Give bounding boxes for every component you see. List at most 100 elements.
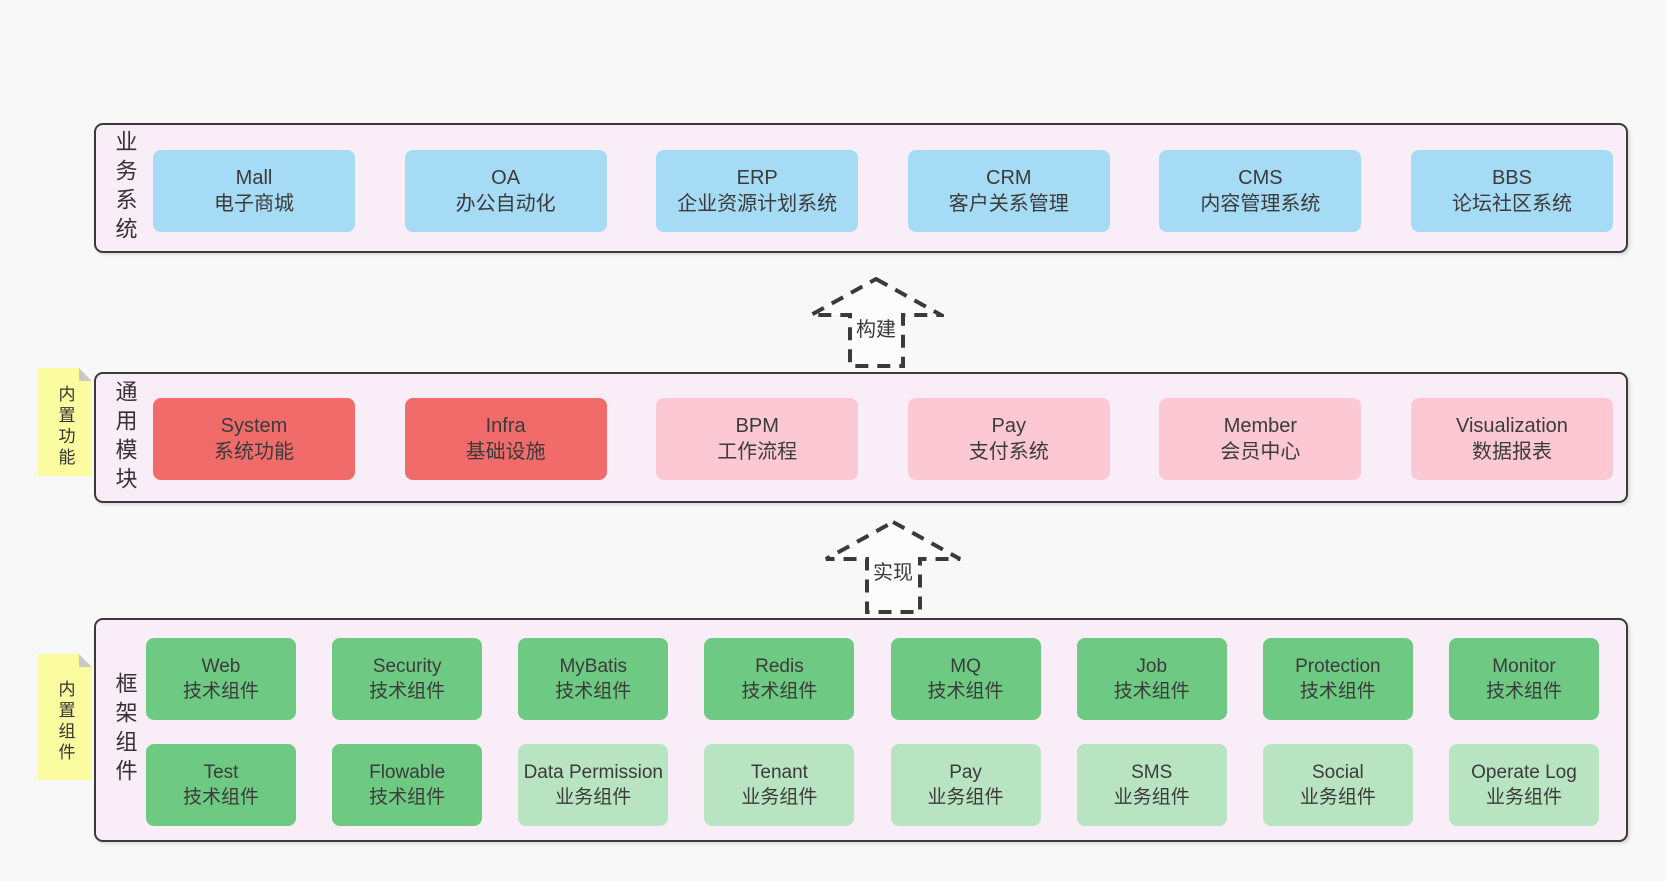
- box-subtitle: 技术组件: [1299, 681, 1376, 702]
- arrow-implement: 实现: [823, 520, 963, 614]
- box-title: MyBatis: [559, 656, 628, 677]
- box-subtitle: 技术组件: [369, 787, 446, 808]
- box-pay-biz: Pay 业务组件: [890, 744, 1041, 826]
- box-sms: SMS 业务组件: [1076, 744, 1227, 826]
- box-member: Member 会员中心: [1159, 398, 1362, 480]
- box-bbs: BBS 论坛社区系统: [1410, 150, 1613, 232]
- folded-corner-icon: [79, 368, 92, 381]
- box-subtitle: 基础设施: [465, 441, 546, 463]
- box-mq: MQ 技术组件: [890, 638, 1041, 720]
- box-test: Test 技术组件: [146, 744, 296, 826]
- box-subtitle: 内容管理系统: [1200, 193, 1321, 215]
- box-title: Visualization: [1456, 415, 1568, 437]
- box-title: MQ: [950, 656, 981, 677]
- box-infra: Infra 基础设施: [404, 398, 607, 480]
- box-subtitle: 技术组件: [555, 681, 632, 702]
- box-title: BPM: [735, 415, 779, 437]
- box-subtitle: 系统功能: [214, 441, 294, 463]
- panel-common-modules: 通用模块 System 系统功能 Infra 基础设施 BPM 工作流程 Pay…: [94, 372, 1628, 503]
- box-title: Infra: [485, 415, 526, 437]
- box-title: Redis: [755, 656, 804, 677]
- box-subtitle: 电子商城: [214, 193, 294, 215]
- box-title: Monitor: [1492, 656, 1556, 677]
- box-title: System: [220, 415, 288, 437]
- box-subtitle: 业务组件: [1299, 787, 1376, 808]
- box-data-permission: Data Permission 业务组件: [518, 744, 669, 826]
- box-title: Pay: [949, 762, 982, 783]
- box-security: Security 技术组件: [332, 638, 483, 720]
- box-title: CRM: [986, 167, 1032, 189]
- box-title: Pay: [991, 415, 1027, 437]
- arrow-implement-label: 实现: [873, 562, 913, 584]
- box-mall: Mall 电子商城: [153, 150, 355, 232]
- box-subtitle: 会员中心: [1220, 441, 1301, 463]
- box-bpm: BPM 工作流程: [656, 398, 859, 480]
- box-flowable: Flowable 技术组件: [332, 744, 483, 826]
- box-tenant: Tenant 业务组件: [704, 744, 855, 826]
- box-title: Test: [203, 762, 239, 783]
- box-title: Web: [201, 656, 241, 677]
- box-visualization: Visualization 数据报表: [1410, 398, 1613, 480]
- framework-components-row-1: Web 技术组件 Security 技术组件 MyBatis 技术组件 Redi…: [146, 638, 1599, 720]
- box-subtitle: 技术组件: [1485, 681, 1562, 702]
- arrow-build-label: 构建: [856, 319, 896, 341]
- box-subtitle: 办公自动化: [455, 193, 556, 215]
- box-subtitle: 业务组件: [741, 787, 818, 808]
- box-subtitle: 技术组件: [369, 681, 446, 702]
- box-subtitle: 技术组件: [182, 787, 259, 808]
- box-subtitle: 技术组件: [182, 681, 259, 702]
- box-system: System 系统功能: [153, 398, 355, 480]
- box-pay: Pay 支付系统: [907, 398, 1110, 480]
- panel-framework-components: 框架组件 Web 技术组件 Security 技术组件 MyBatis 技术组件…: [94, 618, 1628, 842]
- box-job: Job 技术组件: [1076, 638, 1227, 720]
- box-redis: Redis 技术组件: [704, 638, 855, 720]
- panel-business-systems: 业务系统 Mall 电子商城 OA 办公自动化 ERP 企业资源计划系统 CRM…: [94, 123, 1628, 253]
- panel-business-systems-label: 业务系统: [112, 130, 138, 246]
- box-monitor: Monitor 技术组件: [1448, 638, 1599, 720]
- box-subtitle: 技术组件: [741, 681, 818, 702]
- box-title: Data Permission: [523, 762, 663, 783]
- box-title: CMS: [1238, 167, 1283, 189]
- box-subtitle: 技术组件: [927, 681, 1004, 702]
- box-title: OA: [491, 167, 521, 189]
- box-social: Social 业务组件: [1262, 744, 1413, 826]
- box-web: Web 技术组件: [146, 638, 296, 720]
- box-erp: ERP 企业资源计划系统: [656, 150, 859, 232]
- sticky-built-in-components: 内置组件: [38, 654, 92, 780]
- box-title: Job: [1136, 656, 1168, 677]
- box-title: Member: [1223, 415, 1298, 437]
- box-oa: OA 办公自动化: [404, 150, 607, 232]
- box-subtitle: 业务组件: [927, 787, 1004, 808]
- box-subtitle: 支付系统: [968, 441, 1049, 463]
- box-title: Security: [372, 656, 442, 677]
- box-title: Protection: [1295, 656, 1381, 677]
- business-systems-row: Mall 电子商城 OA 办公自动化 ERP 企业资源计划系统 CRM 客户关系…: [153, 150, 1613, 232]
- box-subtitle: 工作流程: [717, 441, 798, 463]
- box-cms: CMS 内容管理系统: [1159, 150, 1362, 232]
- box-protection: Protection 技术组件: [1262, 638, 1413, 720]
- sticky-label: 内置组件: [55, 679, 75, 764]
- panel-framework-components-label: 框架组件: [112, 672, 138, 788]
- box-title: Social: [1311, 762, 1364, 783]
- box-subtitle: 论坛社区系统: [1451, 193, 1572, 215]
- box-crm: CRM 客户关系管理: [907, 150, 1110, 232]
- panel-common-modules-label: 通用模块: [112, 379, 138, 496]
- box-subtitle: 技术组件: [1113, 681, 1190, 702]
- box-subtitle: 业务组件: [555, 787, 632, 808]
- box-subtitle: 数据报表: [1471, 441, 1552, 463]
- box-title: Tenant: [750, 762, 808, 783]
- dashed-up-arrow-icon: [825, 520, 961, 614]
- box-subtitle: 客户关系管理: [948, 193, 1069, 215]
- box-subtitle: 业务组件: [1113, 787, 1190, 808]
- box-operate-log: Operate Log 业务组件: [1448, 744, 1599, 826]
- box-subtitle: 业务组件: [1485, 787, 1562, 808]
- dashed-up-arrow-icon: [808, 277, 944, 368]
- box-subtitle: 企业资源计划系统: [677, 193, 838, 215]
- box-mybatis: MyBatis 技术组件: [518, 638, 669, 720]
- framework-components-row-2: Test 技术组件 Flowable 技术组件 Data Permission …: [146, 744, 1599, 826]
- arrow-build: 构建: [808, 277, 944, 368]
- folded-corner-icon: [79, 654, 92, 667]
- box-title: SMS: [1131, 762, 1173, 783]
- box-title: Flowable: [369, 762, 446, 783]
